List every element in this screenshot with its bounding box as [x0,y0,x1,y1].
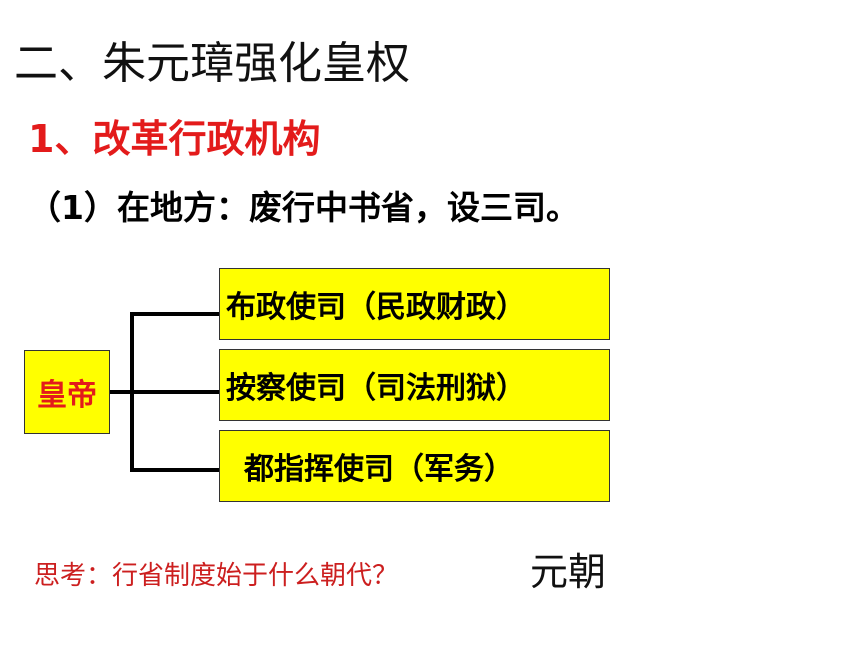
answer-text: 元朝 [530,550,607,594]
slide-title: 二、朱元璋强化皇权 [14,38,410,89]
section-subtitle: 1、改革行政机构 [28,117,321,161]
emperor-box: 皇帝 [24,350,110,434]
branch-label-military: 都指挥使司（军务） [244,452,514,487]
branch-label-judicial: 按察使司（司法刑狱） [226,371,526,406]
question-text: 思考：行省制度始于什么朝代？ [34,561,399,591]
branch-box-military: 都指挥使司（军务） [219,430,610,502]
emperor-label: 皇帝 [37,378,97,413]
branch-box-administration: 布政使司（民政财政） [219,268,610,340]
point-text: （1）在地方：废行中书省，设三司。 [28,188,579,227]
branch-label-administration: 布政使司（民政财政） [226,290,526,325]
branch-box-judicial: 按察使司（司法刑狱） [219,349,610,421]
